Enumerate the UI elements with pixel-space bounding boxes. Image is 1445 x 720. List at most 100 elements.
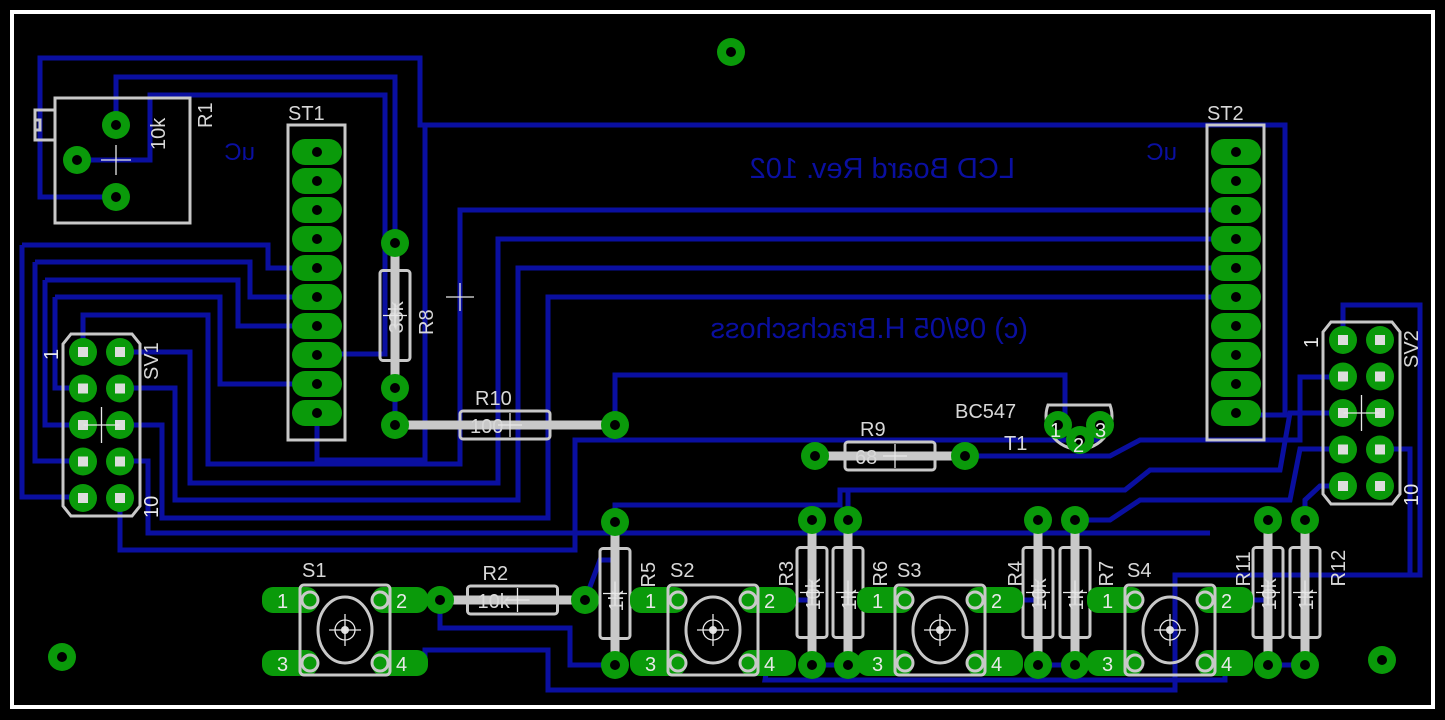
copyright-text: (c) 09/05 H.Brachschoss: [710, 313, 1028, 345]
origin-cross-icon: [446, 283, 474, 311]
s2-pin-3-label: 3: [645, 654, 656, 676]
mounting-hole-top: [717, 38, 745, 66]
s4-pin-4-label: 4: [1221, 654, 1232, 676]
component-r5[interactable]: 1k R5: [598, 508, 660, 679]
component-r6[interactable]: 1k R6: [831, 506, 892, 679]
r5-name-label: R5: [638, 562, 660, 588]
origin-cross-icon: [800, 580, 824, 605]
component-r12[interactable]: 1k R12: [1288, 506, 1350, 679]
sv2-name-label: SV2: [1401, 330, 1423, 368]
r9-name-label: R9: [860, 419, 886, 441]
r12-value-label: 1k: [1296, 588, 1318, 610]
r1-value-label: 10k: [148, 117, 170, 150]
s1-name-label: S1: [302, 560, 326, 582]
s1-pin-1-label: 1: [277, 591, 288, 613]
origin-cross-icon: [1293, 580, 1317, 605]
st2-name-label: ST2: [1207, 103, 1244, 125]
r2-value-label: 10k: [478, 591, 511, 613]
origin-cross-icon: [603, 581, 627, 606]
origin-cross-icon: [329, 614, 361, 646]
uc-label-right: uC: [1146, 139, 1177, 166]
component-sv1[interactable]: SV1 1 10: [41, 332, 163, 518]
s1-pin-3-label: 3: [277, 654, 288, 676]
t1-pin-2-label: 2: [1073, 435, 1084, 457]
origin-cross-icon: [383, 303, 407, 328]
r8-name-label: R8: [416, 309, 438, 335]
origin-cross-icon: [1026, 580, 1050, 605]
r12-name-label: R12: [1328, 550, 1350, 587]
origin-cross-icon: [498, 413, 522, 437]
s4-pin-2-label: 2: [1221, 591, 1232, 613]
s4-pin-3-label: 3: [1102, 654, 1113, 676]
r11-name-label: R11: [1233, 551, 1255, 586]
board-title-label: LCD Board Rev. 102: [750, 153, 1015, 185]
r6-name-label: R6: [870, 561, 892, 587]
sv1-pin-1-label: 1: [41, 349, 63, 360]
sv2-pin-1-label: 1: [1301, 337, 1323, 348]
t1-pin-3-label: 3: [1095, 420, 1106, 442]
r10-value-label: 100: [470, 416, 503, 438]
r5-value-label: 1k: [606, 589, 628, 611]
r6-value-label: 1k: [839, 588, 861, 610]
component-r8[interactable]: 33k R8: [378, 229, 438, 402]
origin-cross-icon: [83, 407, 120, 443]
origin-cross-icon: [924, 614, 956, 646]
origin-cross-icon: [1154, 614, 1186, 646]
r3-name-label: R3: [776, 561, 798, 587]
r4-value-label: 10k: [1029, 577, 1051, 610]
s3-pin-2-label: 2: [991, 591, 1002, 613]
board-title-text: LCD Board Rev. 102: [750, 153, 1015, 185]
st1-name-label: ST1: [288, 103, 325, 125]
r4-name-label: R4: [1005, 561, 1027, 587]
r7-name-label: R7: [1096, 561, 1118, 587]
component-sv2[interactable]: SV2 1 10: [1301, 320, 1423, 506]
sv1-pin-10-label: 10: [141, 496, 163, 518]
s1-pin-4-label: 4: [396, 654, 407, 676]
r10-name-label: R10: [475, 388, 512, 410]
s3-name-label: S3: [897, 560, 921, 582]
board-outline: [10, 10, 1435, 709]
r1-name-label: R1: [195, 102, 217, 128]
t1-pin-1-label: 1: [1050, 420, 1061, 442]
sv2-pin-10-label: 10: [1401, 484, 1423, 506]
mounting-hole-bottom-left: [48, 643, 76, 671]
r8-value-label: 33k: [386, 300, 408, 333]
r3-value-label: 10k: [803, 577, 825, 610]
component-s1[interactable]: 1 2 3 4 S1: [262, 560, 428, 677]
s2-pin-4-label: 4: [764, 654, 775, 676]
s4-name-label: S4: [1127, 560, 1151, 582]
component-st1[interactable]: ST1: [286, 103, 347, 442]
origin-cross-icon: [1063, 580, 1087, 605]
s2-pin-2-label: 2: [764, 591, 775, 613]
origin-cross-icon: [101, 145, 131, 175]
s3-pin-4-label: 4: [991, 654, 1002, 676]
t1-value-label: BC547: [955, 401, 1016, 423]
origin-cross-icon: [883, 444, 907, 468]
component-r7[interactable]: 1k R7: [1058, 506, 1118, 679]
s2-name-label: S2: [670, 560, 694, 582]
r2-name-label: R2: [483, 563, 509, 585]
uc-label-left: uC: [224, 139, 255, 166]
s3-pin-3-label: 3: [872, 654, 883, 676]
s2-pin-1-label: 1: [645, 591, 656, 613]
sv1-name-label: SV1: [141, 342, 163, 380]
origin-cross-icon: [505, 588, 530, 612]
component-r1[interactable]: 10k R1: [33, 96, 217, 225]
component-st2[interactable]: ST2: [1205, 103, 1266, 442]
s1-pin-2-label: 2: [396, 591, 407, 613]
r11-value-label: 10k: [1259, 577, 1281, 610]
r7-value-label: 1k: [1066, 588, 1088, 610]
r9-value-label: 68: [855, 447, 877, 469]
origin-cross-icon: [1343, 395, 1380, 431]
component-s2[interactable]: 1 2 3 4 S2: [630, 560, 796, 677]
